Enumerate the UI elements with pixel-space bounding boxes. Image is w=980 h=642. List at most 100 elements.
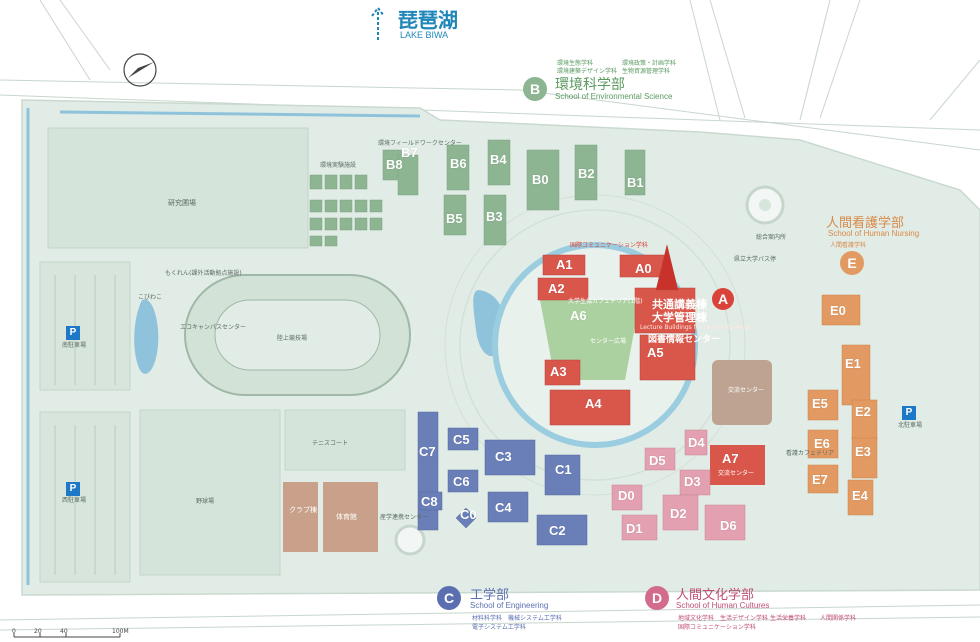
building-c5[interactable]: C5 [453, 432, 470, 447]
label-gym: 体育館 [336, 513, 357, 521]
building-c8[interactable]: C8 [421, 494, 438, 509]
label-west-parking: 西駐車場 [62, 497, 87, 504]
scale-40: 40 [60, 628, 68, 635]
south-parking-area [39, 261, 131, 391]
lake-title: 琵琶湖 [398, 8, 458, 32]
zone-c-dept-3: 電子システム工学科 [472, 624, 526, 631]
building-a4[interactable]: A4 [585, 396, 602, 411]
scale-0: 0 [12, 628, 16, 635]
zone-b-badge[interactable]: B [523, 77, 547, 101]
label-kobiwako: こびわこ [138, 294, 163, 301]
building-e2[interactable]: E2 [855, 404, 871, 419]
building-b1[interactable]: B1 [627, 175, 644, 190]
building-c1[interactable]: C1 [555, 462, 572, 477]
zone-c-jp: 工学部 [470, 588, 510, 603]
building-c7[interactable]: C7 [419, 444, 436, 459]
label-tennis: テニスコート [312, 440, 349, 447]
building-a5[interactable]: A5 [647, 345, 664, 360]
building-e7[interactable]: E7 [812, 472, 828, 487]
building-d4[interactable]: D4 [688, 435, 705, 450]
parking-north-icon[interactable]: P [902, 406, 916, 420]
building-d5[interactable]: D5 [649, 453, 666, 468]
building-a1[interactable]: A1 [556, 257, 573, 272]
zone-e-buildings[interactable] [807, 294, 878, 516]
label-exp-facility: 環境実験施設 [320, 162, 357, 169]
label-field: 研究圃場 [168, 199, 196, 207]
building-a0[interactable]: A0 [635, 261, 652, 276]
building-e6[interactable]: E6 [814, 436, 830, 451]
building-b2[interactable]: B2 [578, 166, 595, 181]
building-e5[interactable]: E5 [812, 396, 828, 411]
zone-d-jp: 人間文化学部 [676, 588, 755, 603]
building-a3[interactable]: A3 [550, 364, 567, 379]
zone-c-buildings[interactable] [417, 411, 588, 546]
zone-b-dept-4: 生物資源管理学科 [622, 68, 671, 75]
zone-a-badge[interactable]: A [712, 288, 734, 310]
scale-100: 100M [112, 628, 129, 635]
label-track: 陸上競技場 [277, 335, 308, 342]
building-c3[interactable]: C3 [495, 449, 512, 464]
building-b7[interactable]: B7 [401, 145, 418, 160]
club-building [283, 482, 318, 552]
label-env-center: 環境フィールドワークセンター [378, 140, 462, 147]
building-c2[interactable]: C2 [549, 523, 566, 538]
zone-c-badge[interactable]: C [437, 586, 461, 610]
building-b5[interactable]: B5 [446, 211, 463, 226]
zone-a-library: 図書情報センター [648, 335, 721, 345]
north-arrow-icon [371, 6, 385, 40]
zone-a-en: Lecture Buildings for university-wide [640, 324, 750, 331]
building-c4[interactable]: C4 [495, 500, 512, 515]
label-a7: 交流センター [718, 470, 755, 477]
zone-c-en: School of Engineering [470, 601, 549, 610]
building-a7[interactable] [710, 445, 765, 485]
gym [323, 482, 378, 552]
zone-e-en: School of Human Nursing [828, 229, 920, 238]
label-club: クラブ棟 [289, 506, 317, 514]
zone-d-dept-4: 人間関係学科 [820, 615, 857, 622]
label-bus: 県立大学バス停 [734, 256, 777, 263]
building-e0[interactable]: E0 [830, 303, 846, 318]
building-c6[interactable]: C6 [453, 474, 470, 489]
building-d6[interactable]: D6 [720, 518, 737, 533]
zone-b-dept-2: 環境政策・計画学科 [622, 60, 677, 67]
building-d1[interactable]: D1 [626, 521, 643, 536]
parking-south-icon[interactable]: P [66, 326, 80, 340]
building-b8[interactable]: B8 [386, 157, 403, 172]
kobiwako-pond [134, 299, 159, 374]
research-field [47, 127, 309, 249]
zone-e-jp: 人間看護学部 [826, 216, 905, 231]
building-d2[interactable]: D2 [670, 506, 687, 521]
building-a7-label[interactable]: A7 [722, 451, 739, 466]
zone-a-jp-2: 大学管理棟 [652, 311, 707, 324]
building-a2[interactable]: A2 [548, 281, 565, 296]
zone-d-buildings[interactable] [611, 429, 746, 541]
building-a6[interactable]: A6 [570, 308, 587, 323]
label-baseball: 野球場 [196, 498, 215, 505]
building-e4[interactable]: E4 [852, 488, 868, 503]
building-e3[interactable]: E3 [855, 444, 871, 459]
building-b3[interactable]: B3 [486, 209, 503, 224]
zone-c-dept-1: 材料科学科 [472, 615, 503, 622]
building-d0[interactable]: D0 [618, 488, 635, 503]
compass [123, 53, 157, 87]
label-cafeteria: 大学生協カフェテリア(1階) [568, 298, 643, 305]
building-b6[interactable]: B6 [450, 156, 467, 171]
building-b0[interactable]: B0 [532, 172, 549, 187]
label-cafe-e: 看護カフェテリア [786, 450, 835, 457]
building-c0[interactable]: C0 [460, 507, 477, 522]
exchange-center [712, 360, 772, 425]
building-d3[interactable]: D3 [684, 474, 701, 489]
zone-b-buildings[interactable] [309, 139, 646, 247]
zone-a-buildings[interactable] [537, 244, 696, 426]
parking-west-icon[interactable]: P [66, 482, 80, 496]
building-e1[interactable]: E1 [845, 356, 861, 371]
label-center-plaza: センター広場 [590, 338, 627, 345]
label-north-parking: 北駐車場 [898, 422, 923, 429]
building-b4[interactable]: B4 [490, 152, 507, 167]
zone-b-en: School of Environmental Science [555, 92, 673, 101]
zone-e-badge[interactable]: E [840, 251, 864, 275]
label-eco-center: エコキャンパスセンター [180, 324, 247, 331]
zone-d-badge[interactable]: D [645, 586, 669, 610]
